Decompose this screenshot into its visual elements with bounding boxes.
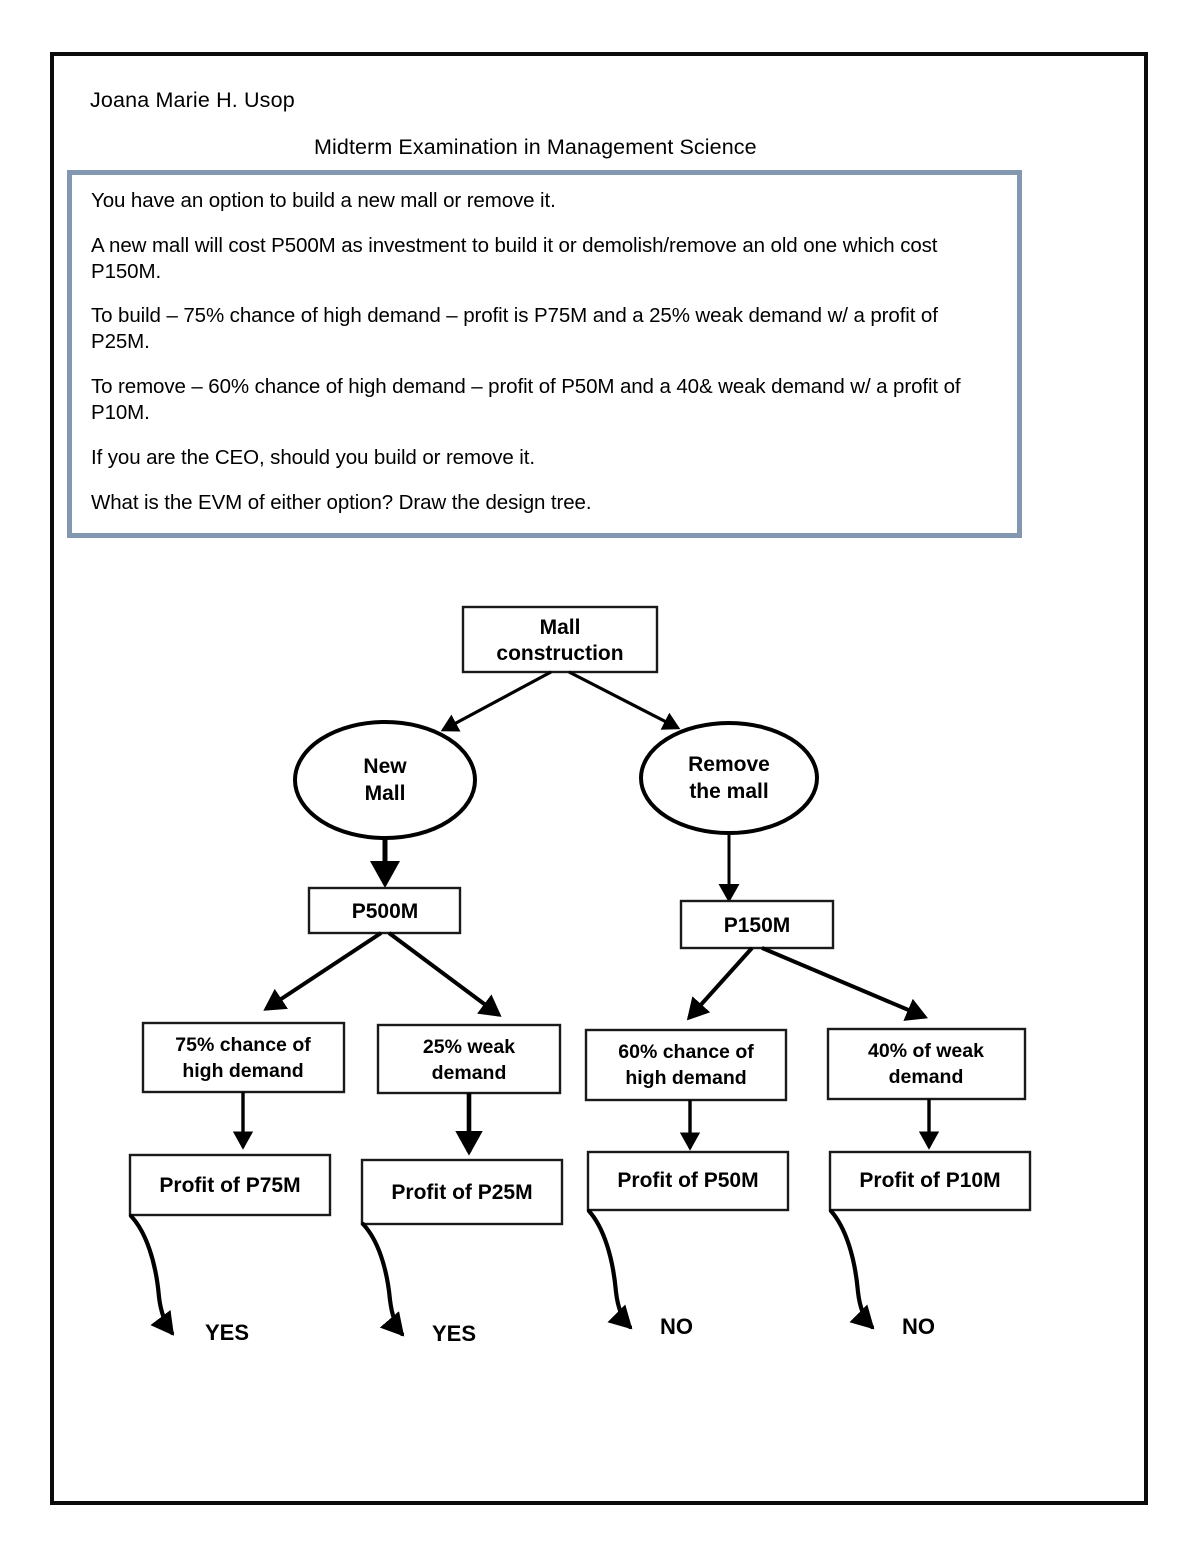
prompt-paragraph-6: What is the EVM of either option? Draw t… — [91, 490, 592, 514]
question-prompt-box: You have an option to build a new mall o… — [67, 170, 1022, 539]
prompt-paragraph-2: A new mall will cost P500M as investment… — [91, 233, 938, 283]
prompt-paragraph-5: If you are the CEO, should you build or … — [91, 445, 535, 469]
prompt-paragraph-4: To remove – 60% chance of high demand – … — [91, 375, 961, 424]
prompt-paragraph-3: To build – 75% chance of high demand – p… — [91, 304, 938, 354]
author-name: Joana Marie H. Usop — [90, 88, 295, 112]
page-title: Midterm Examination in Management Scienc… — [314, 135, 757, 159]
prompt-paragraph-1: You have an option to build a new mall o… — [91, 189, 556, 212]
